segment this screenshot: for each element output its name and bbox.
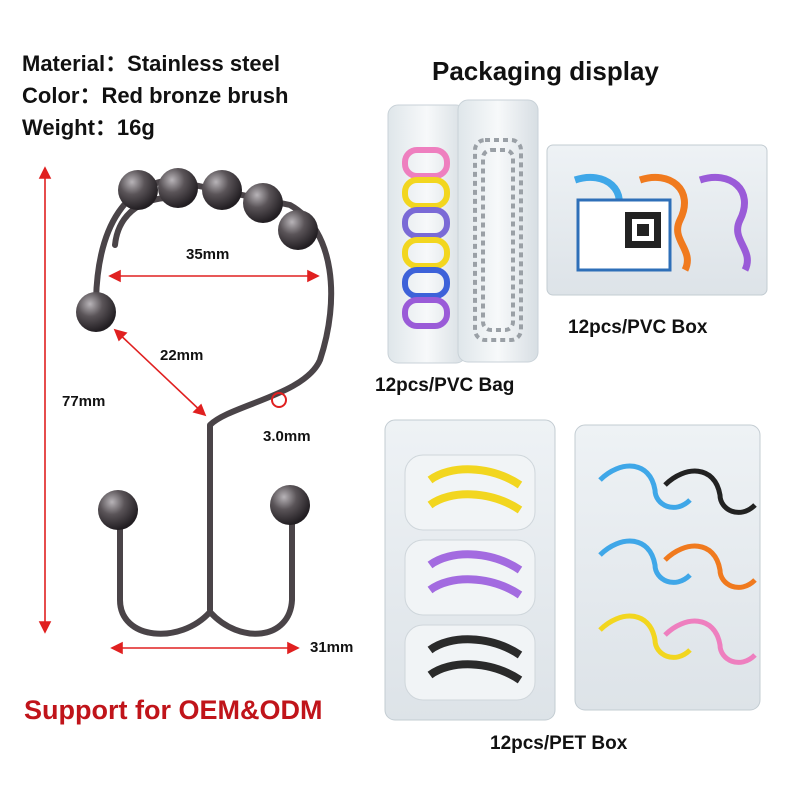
caption-pvc-bag: 12pcs/PVC Bag [375, 375, 515, 396]
pvc-bag-package [387, 99, 539, 364]
hook-balls [76, 168, 318, 530]
dimension-lines [38, 166, 320, 655]
caption-pet-box: 12pcs/PET Box [490, 733, 628, 754]
curtain-hook-illustration [93, 177, 335, 637]
packaging-title: Packaging display [432, 56, 659, 86]
pet-box-package [384, 419, 761, 721]
dim-diagonal: 22mm [160, 347, 204, 364]
color-spec: Color：Red bronze brush [22, 83, 289, 108]
oem-support-text: Support for OEM&ODM [24, 695, 323, 725]
dim-wire: 3.0mm [263, 428, 311, 445]
dim-height: 77mm [62, 393, 106, 410]
weight-spec: Weight：16g [22, 115, 155, 140]
caption-pvc-box: 12pcs/PVC Box [568, 317, 708, 338]
dim-width-top: 35mm [186, 246, 230, 263]
material-spec: Material：Stainless steel [22, 51, 281, 76]
pvc-box-package [546, 144, 768, 296]
dim-width-bottom: 31mm [310, 639, 354, 656]
